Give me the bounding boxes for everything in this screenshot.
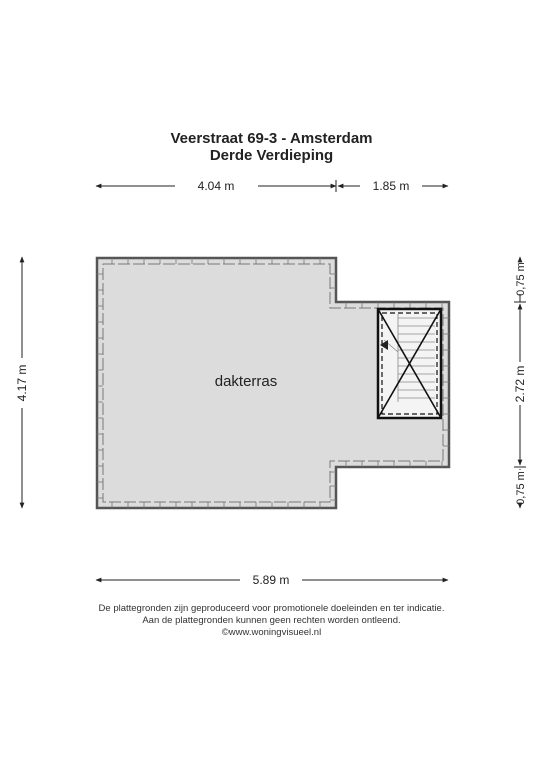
terrace-parapet <box>102 263 444 503</box>
terrace-floor <box>95 256 451 510</box>
disclaimer-line-2: Aan de plattegronden kunnen geen rechten… <box>142 615 401 626</box>
dimension-right-top-label: 0,75 m <box>515 262 527 296</box>
stair-hatch <box>376 307 443 420</box>
dimension-right <box>514 256 526 509</box>
dimension-bottom-label: 5.89 m <box>253 573 290 587</box>
copyright-link[interactable]: ©www.woningvisueel.nl <box>221 627 322 638</box>
dimension-right-middle-label: 2.72 m <box>513 366 527 403</box>
room-label-dakterras: dakterras <box>215 373 278 390</box>
plan-title: Veerstraat 69-3 - Amsterdam <box>170 130 373 147</box>
parapet-ticks <box>97 258 449 508</box>
dimension-right-bottom-label: 0,75 m <box>515 471 527 505</box>
dimension-top-left-label: 4.04 m <box>198 179 235 193</box>
plan-subtitle: Derde Verdieping <box>209 147 334 164</box>
dimension-top-right-label: 1.85 m <box>373 179 410 193</box>
disclaimer-line-1: De plattegronden zijn geproduceerd voor … <box>98 603 445 614</box>
dimension-top <box>95 180 449 192</box>
stair-arrow-icon <box>380 340 388 350</box>
dimension-left-label: 4.17 m <box>15 365 29 402</box>
